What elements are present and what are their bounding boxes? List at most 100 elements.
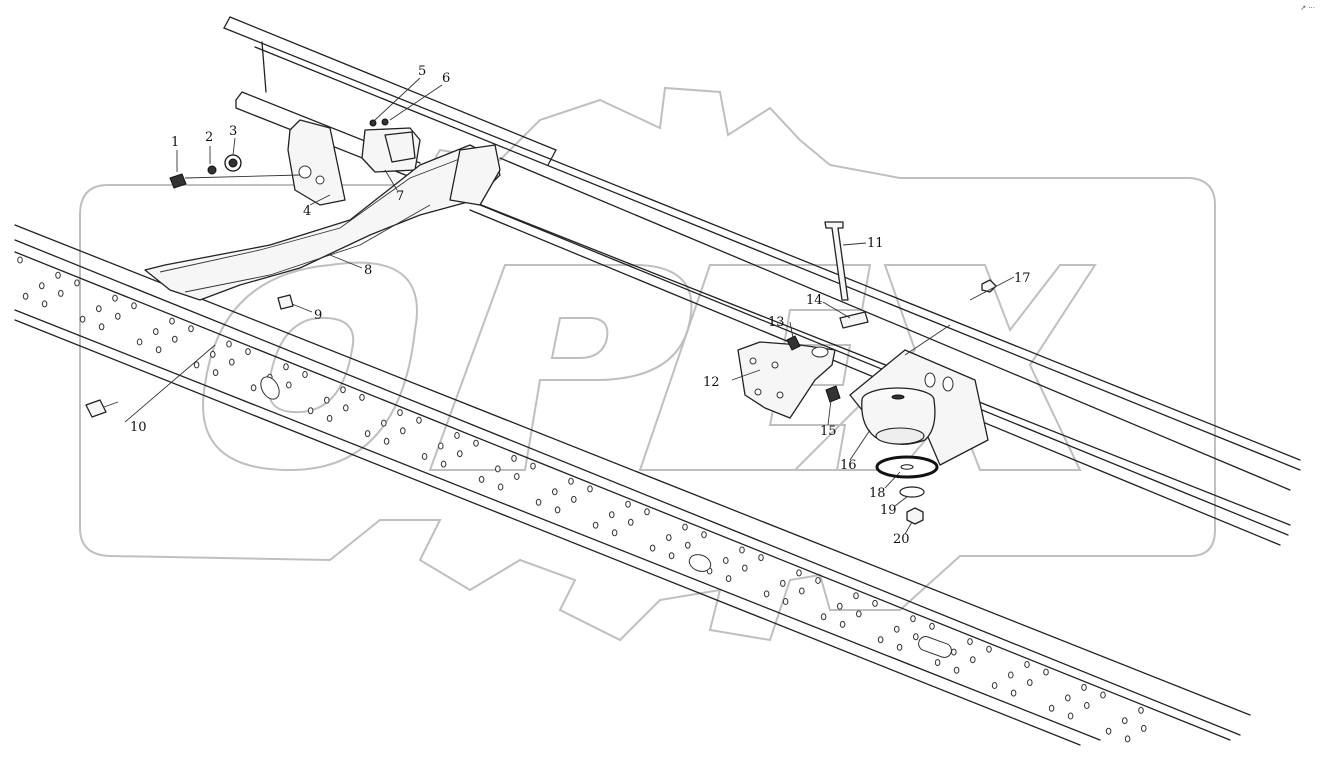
frame-hole: [611, 529, 618, 537]
frame-hole: [853, 592, 859, 600]
frame-hole: [188, 325, 194, 333]
frame-hole: [739, 546, 745, 554]
frame-hole: [58, 289, 64, 297]
corner-mark: ↗ ···: [1300, 4, 1315, 12]
frame-hole: [799, 587, 805, 595]
frame-hole: [41, 300, 48, 308]
frame-hole: [1010, 689, 1017, 697]
frame-hole: [286, 381, 292, 389]
frame-hole: [782, 598, 789, 605]
callout-10: 10: [130, 420, 147, 435]
frame-hole-pattern: [17, 256, 1147, 743]
frame-hole: [39, 282, 45, 290]
frame-hole: [856, 610, 862, 618]
frame-hole: [951, 648, 957, 656]
frame-hole: [837, 602, 843, 610]
frame-hole: [839, 620, 846, 628]
frame-hole: [381, 419, 387, 427]
frame-hole: [929, 622, 935, 630]
frame-hole: [953, 666, 960, 674]
callout-labels: 1 2 3 4 5 6 7 8 9 10 11 12 13 14 15 16 1…: [130, 64, 1031, 547]
frame-hole: [326, 414, 333, 422]
frame-hole: [967, 638, 973, 646]
frame-hole: [495, 465, 501, 473]
rear-mount-assembly: [737, 221, 997, 525]
callout-13: 13: [768, 315, 785, 330]
frame-hole: [307, 407, 314, 415]
frame-hole: [454, 432, 460, 439]
frame-hole: [112, 294, 118, 302]
frame-hole: [571, 495, 577, 503]
frame-hole: [193, 361, 200, 369]
frame-hole: [896, 643, 903, 651]
frame-hole: [1027, 679, 1033, 687]
frame-hole: [1100, 691, 1106, 699]
frame-hole: [1122, 717, 1128, 725]
frame-hole: [98, 323, 105, 331]
frame-hole: [970, 656, 976, 664]
frame-hole: [682, 523, 688, 531]
callout-7: 7: [396, 189, 404, 204]
callout-18: 18: [869, 486, 886, 501]
frame-hole: [438, 442, 444, 450]
callout-16: 16: [840, 458, 857, 473]
frame-hole: [514, 473, 520, 480]
frame-hole: [723, 557, 729, 564]
frame-hole: [894, 625, 900, 633]
frame-hole: [421, 453, 428, 460]
frame-hole: [568, 477, 574, 485]
frame-hole: [1084, 702, 1090, 709]
frame-hole: [155, 346, 162, 354]
frame-hole: [796, 569, 802, 577]
frame-hole: [359, 393, 365, 401]
frame-hole: [758, 554, 764, 562]
frame-hole: [644, 508, 650, 516]
frame-hole: [725, 575, 732, 583]
frame-hole: [1065, 694, 1071, 702]
frame-hole: [1124, 735, 1131, 743]
frame-hole: [910, 615, 916, 623]
fasteners-9-10: [85, 294, 294, 418]
frame-hole: [212, 369, 219, 377]
frame-hole: [245, 348, 251, 356]
frame-hole: [986, 645, 992, 653]
callout-4: 4: [303, 204, 311, 219]
frame-hole: [1043, 668, 1049, 676]
frame-hole: [210, 350, 216, 358]
frame-hole: [552, 488, 558, 496]
frame-hole: [172, 335, 178, 343]
callout-12: 12: [703, 375, 720, 390]
frame-hole: [820, 613, 827, 621]
frame-hole: [1138, 706, 1144, 714]
frame-hole: [742, 564, 748, 572]
frame-hole: [685, 541, 691, 549]
frame-hole: [383, 437, 390, 445]
callout-5: 5: [418, 64, 426, 79]
frame-hole: [554, 506, 561, 514]
frame-hole: [397, 409, 403, 417]
frame-hole: [440, 460, 447, 468]
frame-hole: [457, 450, 463, 458]
frame-hole: [131, 302, 137, 310]
frame-hole: [115, 312, 121, 320]
frame-hole: [1048, 704, 1055, 712]
callout-15: 15: [820, 424, 837, 439]
frame-hole: [763, 590, 770, 598]
frame-hole: [609, 511, 615, 519]
watermark-gear: [79, 86, 1216, 642]
frame-hole: [96, 305, 102, 313]
callout-1: 1: [171, 135, 179, 150]
frame-hole: [1105, 727, 1112, 735]
frame-hole: [1081, 683, 1087, 691]
frame-hole: [780, 579, 786, 587]
frame-hole: [17, 256, 23, 264]
frame-hole: [649, 544, 656, 552]
frame-hole: [666, 534, 672, 542]
frame-hole: [55, 271, 61, 279]
frame-hole: [628, 518, 634, 526]
frame-hole: [991, 682, 998, 689]
frame-hole: [587, 485, 593, 493]
frame-hole: [340, 386, 346, 394]
frame-hole: [169, 317, 175, 325]
